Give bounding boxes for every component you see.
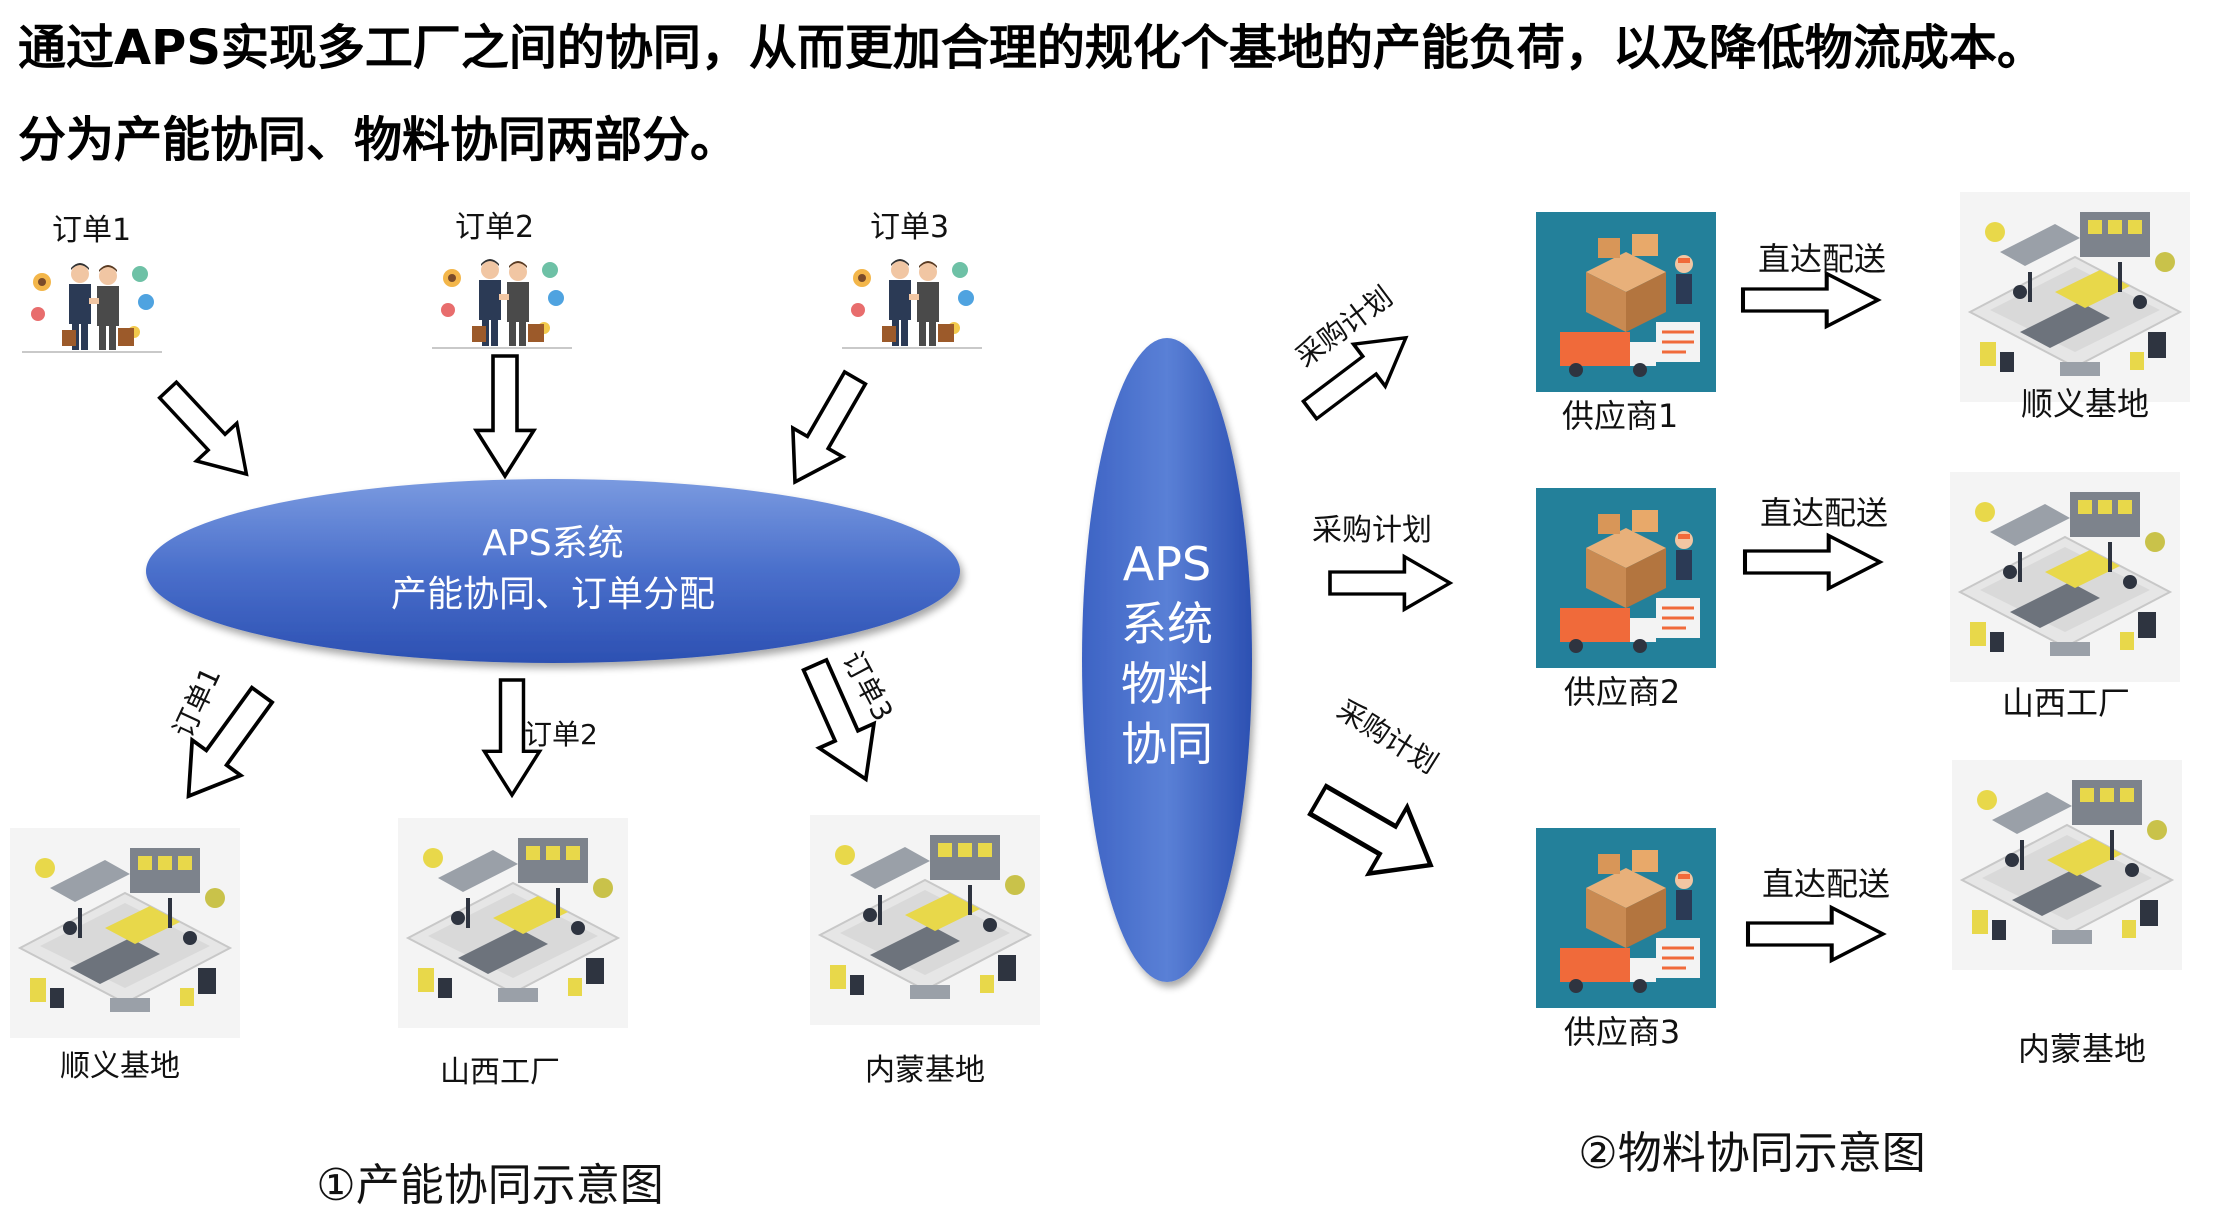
handshake-icon — [841, 247, 983, 359]
order-label: 订单1 — [52, 213, 131, 248]
heading-line-2: 分为产能协同、物料协同两部分。 — [18, 112, 739, 168]
aps-material-ellipse — [1082, 338, 1252, 982]
aps-material-line-1: APS — [1123, 537, 1211, 591]
aps-capacity-ellipse — [146, 479, 960, 663]
factory-icon — [1958, 190, 2192, 404]
delivery-arrow-3 — [1748, 908, 1883, 961]
aps-capacity-title: APS系统 — [482, 523, 623, 564]
base-card-3: 内蒙基地 — [1950, 758, 2184, 1068]
factory-label: 顺义基地 — [60, 1049, 180, 1084]
factory-icon — [808, 813, 1042, 1027]
order-card-2: 订单2 — [431, 210, 573, 359]
supplier-card-1: 供应商1 — [1534, 210, 1718, 435]
base-label: 山西工厂 — [2002, 684, 2130, 722]
order-label: 订单2 — [455, 210, 534, 245]
factory-label: 山西工厂 — [440, 1055, 560, 1090]
delivery-arrow-1 — [1743, 274, 1878, 327]
delivery-arrow-2 — [1745, 536, 1880, 589]
delivery-label-2: 直达配送 — [1760, 494, 1888, 532]
purchase-arrow-2 — [1328, 554, 1452, 612]
purchase-arrow-3 — [1299, 767, 1450, 899]
handshake-icon — [21, 251, 163, 363]
factory-card-1: 顺义基地 — [8, 826, 242, 1084]
supplier-card-2: 供应商2 — [1534, 486, 1718, 711]
delivery-label-3: 直达配送 — [1762, 865, 1890, 903]
factory-label: 内蒙基地 — [865, 1053, 985, 1088]
material-caption: ②物料协同示意图 — [1578, 1128, 1925, 1179]
handshake-icon — [431, 247, 573, 359]
aps-material-line-4: 协同 — [1121, 717, 1213, 771]
base-label: 内蒙基地 — [2018, 1030, 2146, 1068]
supplier-icon — [1534, 826, 1718, 1010]
capacity-caption: ①产能协同示意图 — [316, 1160, 663, 1211]
order-label: 订单3 — [870, 210, 949, 245]
aps-capacity-subtitle: 产能协同、订单分配 — [391, 574, 715, 615]
aps-material-line-3: 物料 — [1121, 657, 1213, 711]
dispatch-label-2: 订单2 — [524, 718, 598, 751]
factory-card-3: 内蒙基地 — [808, 813, 1042, 1088]
supplier-icon — [1534, 486, 1718, 670]
base-card-2: 山西工厂 — [1948, 470, 2182, 722]
factory-icon — [396, 816, 630, 1030]
heading-line-1: 通过APS实现多工厂之间的协同，从而更加合理的规化个基地的产能负荷，以及降低物流… — [18, 20, 2045, 76]
aps-material-line-2: 系统 — [1121, 597, 1213, 651]
supplier-icon — [1534, 210, 1718, 394]
purchase-label-3: 采购计划 — [1331, 693, 1443, 780]
order-arrow-2 — [474, 354, 536, 478]
purchase-label-2: 采购计划 — [1312, 513, 1432, 548]
order-arrow-3 — [768, 361, 882, 499]
supplier-label: 供应商1 — [1562, 397, 1678, 435]
factory-icon — [1950, 758, 2184, 972]
order-arrow-1 — [146, 369, 269, 495]
order-card-1: 订单1 — [21, 213, 163, 363]
factory-icon — [1948, 470, 2182, 684]
factory-card-2: 山西工厂 — [396, 816, 630, 1090]
supplier-card-3: 供应商3 — [1534, 826, 1718, 1051]
factory-icon — [8, 826, 242, 1040]
base-card-1: 顺义基地 — [1958, 190, 2192, 423]
supplier-label: 供应商2 — [1564, 673, 1680, 711]
base-label: 顺义基地 — [2021, 385, 2149, 423]
delivery-label-1: 直达配送 — [1758, 240, 1886, 278]
supplier-label: 供应商3 — [1564, 1013, 1680, 1051]
order-card-3: 订单3 — [841, 210, 983, 359]
